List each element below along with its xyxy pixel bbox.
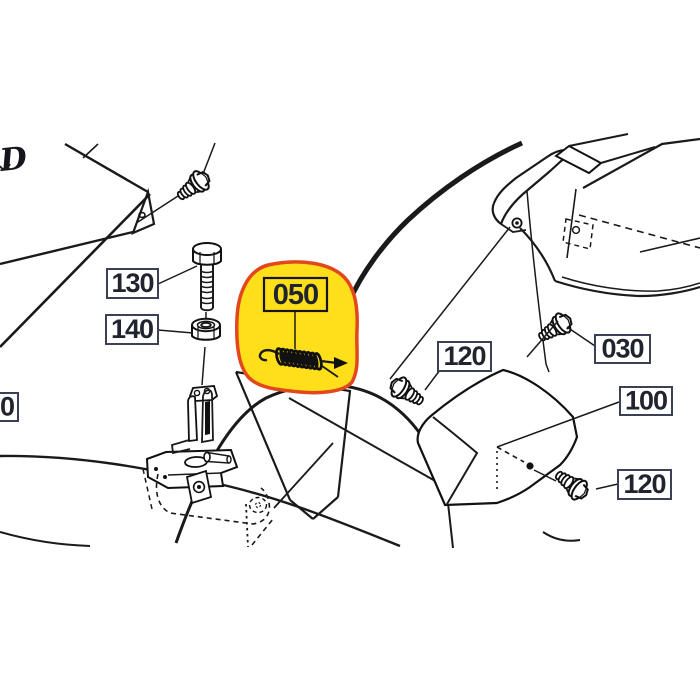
part-label-edge-clipped[interactable]: 0 (0, 392, 19, 422)
svg-text:050: 050 (273, 279, 318, 311)
svg-text:130: 130 (111, 268, 153, 298)
svg-text:120: 120 (443, 341, 485, 371)
part-label-030[interactable]: 030 (594, 334, 651, 364)
spring-hook-arrow (334, 357, 348, 369)
part-label-100[interactable]: 100 (619, 386, 673, 416)
rear-panel-assembly (491, 133, 700, 373)
part-label-140[interactable]: 140 (105, 314, 159, 345)
part-label-050[interactable]: 050 (262, 276, 329, 313)
leader-lines (137, 142, 620, 490)
hex-nut-140 (191, 312, 221, 386)
handle-grip (554, 144, 603, 175)
screw-030-axis (526, 320, 559, 358)
part-label-120-lower[interactable]: 120 (617, 469, 672, 500)
svg-text:120: 120 (623, 469, 665, 499)
flange-bolt-120-lower (549, 464, 594, 506)
svg-text:140: 140 (111, 314, 153, 344)
cover-bolt-hole (526, 462, 534, 470)
hidden-cylinder (142, 468, 271, 525)
spring-050 (258, 347, 348, 378)
svg-text:030: 030 (601, 334, 643, 364)
hinge-bracket-assembly (171, 385, 232, 505)
flange-screw-top-left (171, 165, 216, 207)
edge-mark (0, 163, 11, 171)
view-label-d: D (0, 140, 29, 179)
part-label-130[interactable]: 130 (106, 268, 159, 299)
svg-text:0: 0 (0, 392, 14, 422)
part-label-120-upper[interactable]: 120 (437, 341, 492, 372)
bracket-plate-top-left (0, 142, 156, 348)
svg-text:100: 100 (625, 386, 667, 416)
cover-100 (416, 368, 579, 507)
hex-bolt-130 (192, 242, 222, 312)
body-edge-arc (334, 140, 524, 357)
leader-tick (82, 143, 99, 159)
